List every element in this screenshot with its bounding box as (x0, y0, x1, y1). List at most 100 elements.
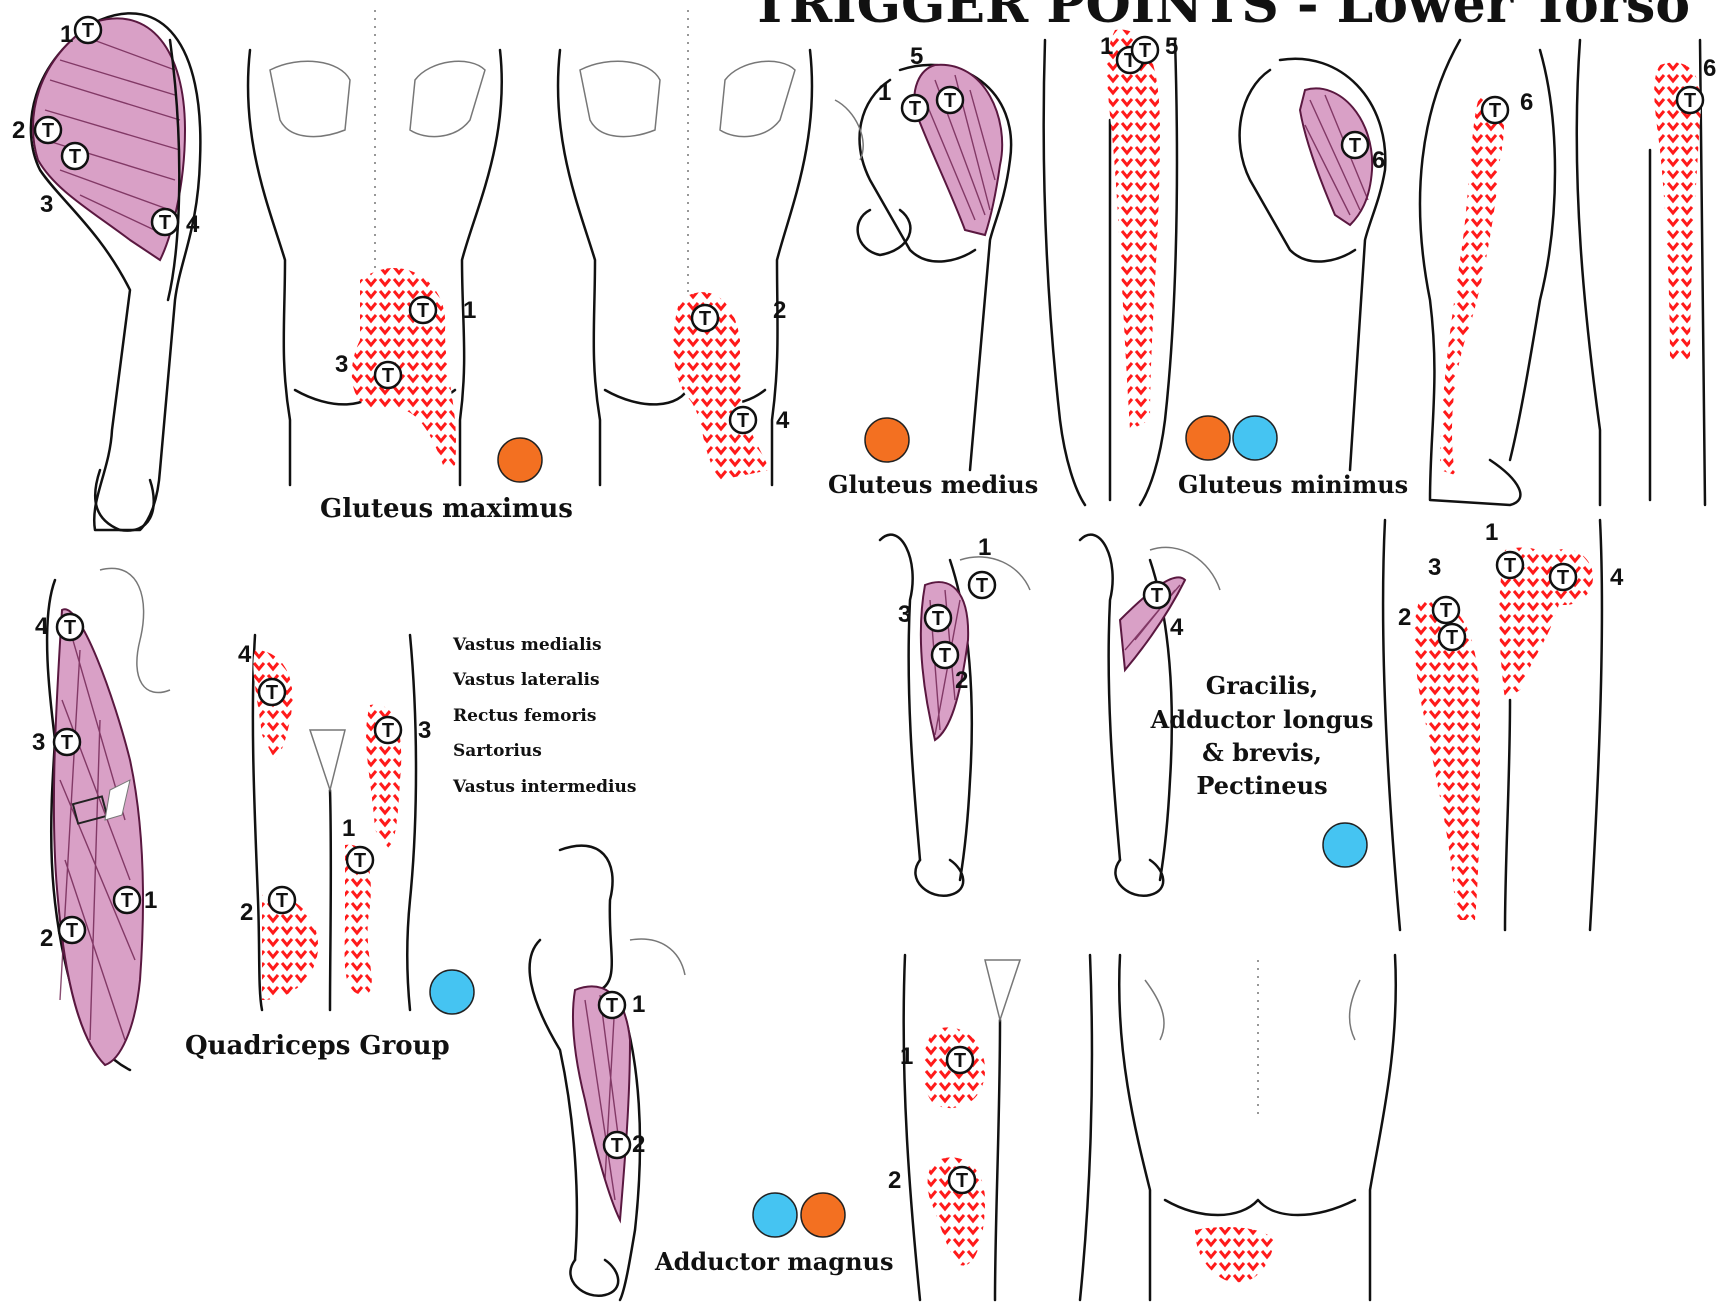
trigger-marker-letter: T (606, 995, 618, 1017)
quadriceps-muscle-figure: T T T T 4 3 1 2 (32, 568, 170, 1070)
trigger-marker-letter: T (64, 617, 76, 639)
point-number: 4 (238, 641, 252, 668)
point-number: 4 (776, 407, 790, 434)
point-number: 3 (32, 729, 45, 756)
point-number: 1 (342, 815, 355, 842)
gluteus-medius-leg-figure: T T 1 5 (1044, 30, 1179, 505)
trigger-marker-letter: T (121, 890, 133, 912)
trigger-marker-letter: T (276, 890, 288, 912)
gluteus-minimus-muscle-figure: T 6 (1240, 59, 1386, 470)
legend-vastus-lateralis: Vastus lateralis (452, 670, 600, 690)
point-number: 1 (144, 887, 157, 914)
adductors-label-line-1: Gracilis, (1206, 671, 1319, 700)
blue-dot (430, 970, 474, 1014)
orange-dot (801, 1193, 845, 1237)
point-number: 2 (40, 925, 53, 952)
trigger-marker-letter: T (611, 1135, 623, 1157)
trigger-marker-letter: T (1446, 627, 1458, 649)
legend-sartorius: Sartorius (453, 741, 542, 761)
trigger-marker-letter: T (266, 682, 278, 704)
gluteus-minimus-side-leg-figure: T 6 (1420, 40, 1555, 505)
point-number: 1 (878, 79, 891, 106)
trigger-marker-letter: T (976, 575, 988, 597)
trigger-marker-letter: T (939, 645, 951, 667)
point-number: 3 (418, 717, 431, 744)
trigger-marker-letter: T (82, 20, 94, 42)
point-number: 4 (35, 613, 49, 640)
adductors-label: Gracilis, Adductor longus & brevis, Pect… (1150, 671, 1374, 800)
legend-vastus-medialis: Vastus medialis (452, 635, 602, 655)
trigger-marker-letter: T (699, 308, 711, 330)
quadriceps-front-legs-figure: T T T T 4 3 1 2 (238, 635, 431, 1010)
blue-dot (1233, 416, 1277, 460)
orange-dot (865, 418, 909, 462)
trigger-marker-letter: T (1504, 555, 1516, 577)
point-number: 5 (1165, 33, 1178, 60)
point-number: 3 (898, 601, 911, 628)
point-number: 2 (955, 667, 968, 694)
adductor-magnus-label: Adductor magnus (654, 1247, 893, 1276)
adductors-label-line-4: Pectineus (1196, 771, 1327, 800)
point-number: 3 (40, 191, 53, 218)
adductors-label-line-3: & brevis, (1202, 738, 1322, 767)
point-number: 1 (60, 21, 73, 48)
gluteus-maximus-label: Gluteus maximus (320, 494, 573, 524)
trigger-marker-letter: T (382, 720, 394, 742)
point-number: 1 (978, 534, 991, 561)
quadriceps-legend: Vastus medialis Vastus lateralis Rectus … (452, 635, 636, 797)
trigger-marker-letter: T (954, 1050, 966, 1072)
blue-dot (1323, 823, 1367, 867)
trigger-marker-letter: T (956, 1170, 968, 1192)
point-number: 1 (1100, 33, 1113, 60)
trigger-marker-letter: T (382, 365, 394, 387)
trigger-marker-letter: T (1349, 135, 1361, 157)
point-number: 6 (1372, 147, 1385, 174)
legend-rectus-femoris: Rectus femoris (453, 706, 596, 726)
point-number: 2 (888, 1167, 901, 1194)
point-number: 2 (12, 117, 25, 144)
point-number: 2 (632, 1131, 645, 1158)
gluteus-minimus-back-leg-figure: T 6 (1577, 40, 1717, 505)
trigger-marker-letter: T (1684, 90, 1696, 112)
point-number: 5 (910, 43, 923, 70)
trigger-marker-letter: T (66, 920, 78, 942)
point-number: 4 (1170, 614, 1184, 641)
point-number: 3 (335, 351, 348, 378)
point-number: 2 (240, 899, 253, 926)
page-title: TRIGGER POINTS - Lower Torso (750, 0, 1690, 35)
trigger-marker-letter: T (944, 90, 956, 112)
trigger-marker-letter: T (1139, 40, 1151, 62)
point-number: 2 (773, 297, 786, 324)
adductor-magnus-front-legs-figure: T T 1 2 (888, 955, 1092, 1300)
point-number: 1 (900, 1043, 913, 1070)
point-number: 1 (1485, 519, 1498, 546)
trigger-marker-letter: T (1440, 600, 1452, 622)
point-number: 4 (1610, 564, 1624, 591)
point-number: 4 (186, 211, 200, 238)
trigger-marker-letter: T (1151, 585, 1163, 607)
gluteus-maximus-back-figure-left: T T 1 3 (248, 10, 502, 485)
point-number: 3 (1428, 554, 1441, 581)
trigger-marker-letter: T (932, 608, 944, 630)
trigger-marker-letter: T (909, 98, 921, 120)
trigger-marker-letter: T (42, 120, 54, 142)
point-number: 6 (1703, 55, 1716, 82)
trigger-marker-letter: T (417, 300, 429, 322)
trigger-marker-letter: T (61, 732, 73, 754)
point-number: 1 (463, 297, 476, 324)
blue-dot (753, 1193, 797, 1237)
legend-vastus-intermedius: Vastus intermedius (452, 777, 636, 797)
trigger-marker-letter: T (1489, 100, 1501, 122)
gluteus-maximus-back-figure-right: T T 2 4 (558, 10, 812, 485)
gluteus-maximus-muscle-figure (31, 13, 200, 530)
adductors-label-line-2: Adductor longus (1150, 705, 1374, 734)
trigger-marker-letter: T (354, 850, 366, 872)
quadriceps-label: Quadriceps Group (185, 1031, 450, 1061)
adductor-magnus-muscle-figure: T T 1 2 (530, 846, 685, 1300)
trigger-marker-letter: T (69, 146, 81, 168)
trigger-marker-letter: T (737, 410, 749, 432)
gluteus-minimus-label: Gluteus minimus (1178, 470, 1408, 499)
point-number: 6 (1520, 89, 1533, 116)
adductor-muscle-figure-left: T T T 1 3 2 (880, 534, 1030, 896)
